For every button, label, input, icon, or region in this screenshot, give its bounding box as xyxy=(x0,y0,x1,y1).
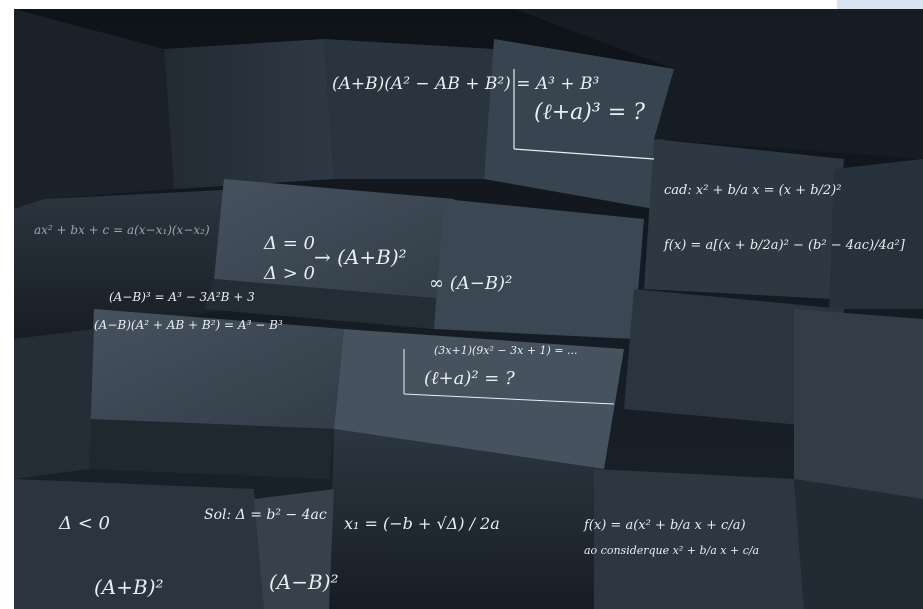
formula-15: (A−B)² xyxy=(269,570,339,594)
formula-8: (A−B)³ = A³ − 3A²B + 3 xyxy=(109,290,255,304)
formula-6: ∞ (A−B)² xyxy=(429,273,512,294)
formula-4: Δ > 0 xyxy=(263,263,315,284)
cube-bottom-2 xyxy=(254,489,334,609)
formula-19: (3x+1)(9x² − 3x + 1) = ... xyxy=(434,344,578,357)
cube-front-side-2 xyxy=(329,429,604,609)
cube-back-2 xyxy=(324,39,494,179)
formula-13: Δ < 0 xyxy=(58,513,110,534)
cube-front-top-2 xyxy=(334,329,624,469)
formula-5: → (A+B)² xyxy=(314,245,407,269)
formula-14: x₁ = (−b + √Δ) / 2a xyxy=(344,514,500,533)
cube-back-1 xyxy=(164,39,334,189)
cube-bottom-1 xyxy=(14,479,264,609)
formula-12: cad: x² + b/a x = (x + b/2)² xyxy=(664,183,841,198)
formula-10: ax² + bx + c = a(x−x₁)(x−x₂) xyxy=(34,223,210,237)
formula-11: f(x) = a[(x + b/2a)² − (b² − 4ac)/4a²] xyxy=(663,238,906,253)
cube-back-5 xyxy=(829,159,923,309)
formula-7: (ℓ+a)² = ? xyxy=(424,368,515,389)
cube-side-1 xyxy=(204,279,444,329)
formula-9: (A−B)(A² + AB + B²) = A³ − B³ xyxy=(94,318,283,332)
formula-3: Δ = 0 xyxy=(263,233,315,254)
formula-1: (ℓ+a)³ = ? xyxy=(534,100,645,125)
cube-top-1 xyxy=(214,179,454,299)
math-chalkboard-photo: (ℓ+a)³ = ? (A+B)(A² − AB + B²) = A³ + B³… xyxy=(14,9,923,609)
cube-front-top-1 xyxy=(89,309,344,429)
formula-17: ao considerque x² + b/a x + c/a xyxy=(584,544,759,557)
cube-front-side-1 xyxy=(84,419,334,479)
formula-18: (A+B)² xyxy=(94,575,164,599)
chalk-line-1 xyxy=(513,148,655,160)
cube-right-1 xyxy=(624,289,844,429)
cube-left-2 xyxy=(14,329,94,479)
formula-16: Sol: Δ = b² − 4ac xyxy=(204,507,327,523)
photo-illustration: (ℓ+a)³ = ? (A+B)(A² − AB + B²) = A³ + B³… xyxy=(14,9,923,609)
chalk-line-3 xyxy=(403,393,615,405)
top-margin xyxy=(0,0,923,9)
cube-right-2 xyxy=(794,309,923,499)
left-margin xyxy=(0,0,14,609)
formula-20: f(x) = a(x² + b/a x + c/a) xyxy=(583,518,746,533)
cube-bottom-4 xyxy=(794,479,923,609)
left-wall xyxy=(14,9,174,209)
cube-left-1 xyxy=(14,189,244,339)
cube-bottom-3 xyxy=(594,469,804,609)
cube-back-4 xyxy=(644,139,844,299)
cube-top-2 xyxy=(434,199,644,339)
cube-back-3 xyxy=(484,39,674,209)
back-wall xyxy=(514,9,923,159)
formula-2: (A+B)(A² − AB + B²) = A³ + B³ xyxy=(332,74,600,94)
